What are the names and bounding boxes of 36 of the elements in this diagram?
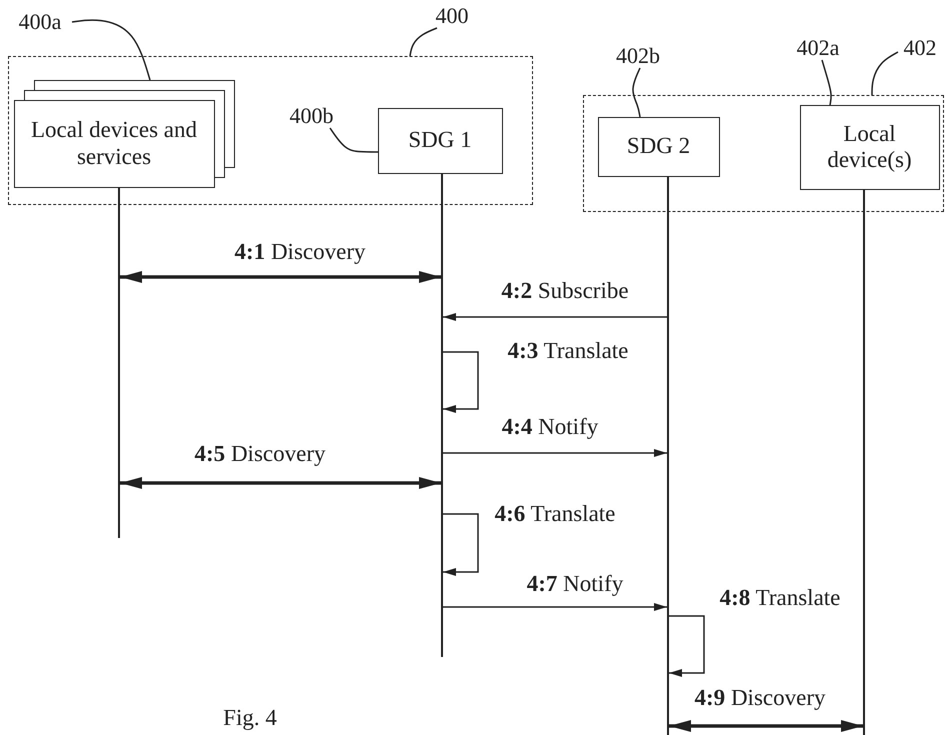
reference-numeral: 400a (8, 10, 72, 34)
leader-line (409, 27, 438, 56)
node-label: Local devices and services (30, 117, 198, 170)
reference-numeral: 400b (280, 104, 344, 128)
reference-numeral: 402b (606, 44, 670, 68)
node-label: Local device(s) (826, 120, 913, 174)
self-message-arrow (443, 351, 479, 413)
process-box (378, 108, 502, 174)
figure-caption: Fig. 4 (223, 705, 277, 731)
message-arrow (120, 477, 441, 489)
node-label: SDG 1 (407, 127, 473, 154)
reference-numeral: 402 (898, 36, 942, 60)
leader-line (632, 68, 641, 118)
reference-numeral: 400 (432, 4, 472, 28)
self-message-arrow (669, 615, 705, 677)
leader-line (871, 51, 898, 95)
lifeline (118, 188, 120, 538)
group-boundary (583, 95, 944, 212)
leader-line (72, 19, 151, 80)
leader-line (821, 60, 832, 106)
self-message-arrow (443, 513, 479, 576)
message-arrow (443, 603, 667, 611)
lifeline (667, 177, 669, 735)
lifeline (863, 190, 865, 735)
reference-numeral: 402a (786, 36, 850, 60)
message-arrow (443, 313, 667, 321)
node-label: SDG 2 (626, 133, 692, 160)
message-arrow (443, 449, 667, 457)
lifeline (441, 174, 443, 657)
message-arrow (120, 271, 441, 283)
process-box (598, 116, 720, 176)
stacked-boxes (14, 80, 234, 188)
leader-line (329, 128, 378, 153)
process-box (800, 104, 940, 190)
group-boundary (8, 56, 533, 205)
message-arrow (669, 720, 863, 732)
